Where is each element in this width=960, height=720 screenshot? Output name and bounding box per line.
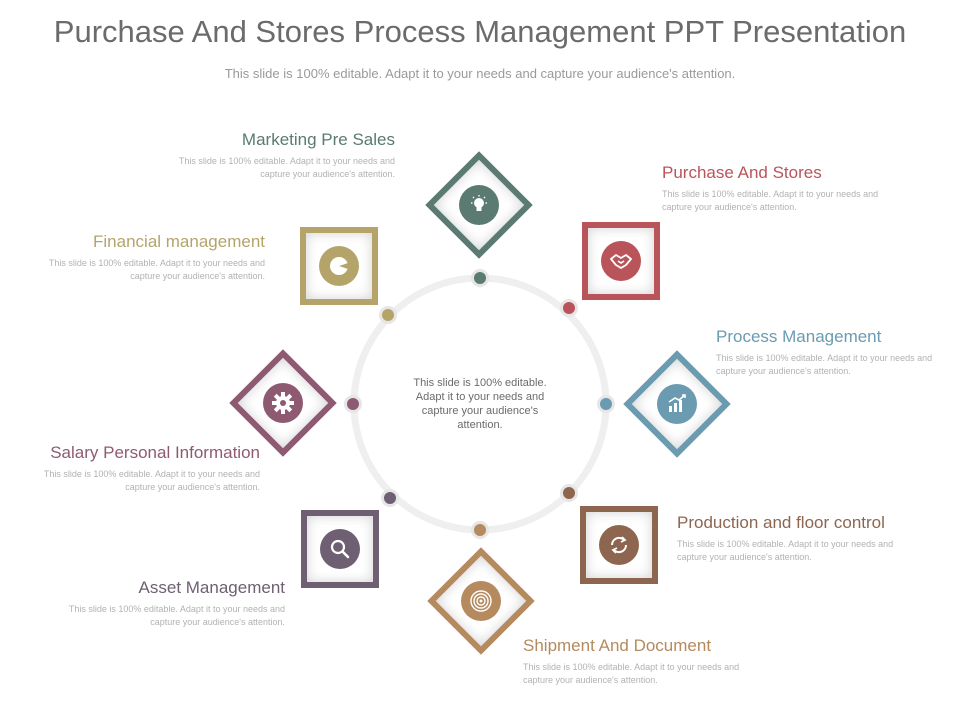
tile-financial-management xyxy=(300,227,378,305)
label-desc-purchase-and-stores: This slide is 100% editable. Adapt it to… xyxy=(662,189,879,212)
connector-dot-production xyxy=(560,484,578,502)
label-desc-marketing-pre-sales: This slide is 100% editable. Adapt it to… xyxy=(178,156,395,179)
tile-asset-management xyxy=(301,510,379,588)
tile-circle xyxy=(599,525,639,565)
label-title-process-management: Process Management xyxy=(716,327,882,346)
label-title-shipment-and-document: Shipment And Document xyxy=(523,636,712,655)
tile-circle xyxy=(657,384,697,424)
magnifier-icon xyxy=(330,539,350,559)
label-desc-salary-personal-information: This slide is 100% editable. Adapt it to… xyxy=(43,469,260,492)
label-desc-process-management: This slide is 100% editable. Adapt it to… xyxy=(716,353,933,376)
page-title: Purchase And Stores Process Management P… xyxy=(53,14,907,49)
connector-dot-process xyxy=(597,395,615,413)
connector-dot-shipment xyxy=(471,521,489,539)
label-title-financial-management: Financial management xyxy=(93,232,265,251)
connector-dot-marketing xyxy=(471,269,489,287)
label-title-purchase-and-stores: Purchase And Stores xyxy=(662,163,822,182)
tile-circle xyxy=(263,383,303,423)
center-text: This slide is 100% editable. Adapt it to… xyxy=(413,377,547,431)
growth-chart-icon xyxy=(668,394,686,412)
pie-chart-icon xyxy=(330,257,349,275)
tile-circle xyxy=(461,581,501,621)
refresh-cycle-icon xyxy=(610,536,628,554)
label-title-asset-management: Asset Management xyxy=(138,578,285,597)
tile-salary-personal-information xyxy=(229,349,337,457)
connector-dot-asset xyxy=(381,489,399,507)
label-desc-production-and-floor-control: This slide is 100% editable. Adapt it to… xyxy=(677,539,894,562)
tile-shipment-and-document xyxy=(427,547,535,655)
label-title-marketing-pre-sales: Marketing Pre Sales xyxy=(241,130,395,149)
tile-circle xyxy=(601,241,641,281)
handshake-icon xyxy=(610,254,632,269)
connector-dot-financial xyxy=(379,306,397,324)
connector-dot-purchase xyxy=(560,299,578,317)
label-title-production-and-floor-control: Production and floor control xyxy=(677,513,885,532)
label-title-salary-personal-information: Salary Personal Information xyxy=(50,443,260,462)
connector-dot-salary xyxy=(344,395,362,413)
label-desc-shipment-and-document: This slide is 100% editable. Adapt it to… xyxy=(523,662,740,685)
tile-circle xyxy=(320,529,360,569)
tile-production-and-floor-control xyxy=(580,506,658,584)
tile-purchase-and-stores xyxy=(582,222,660,300)
label-desc-financial-management: This slide is 100% editable. Adapt it to… xyxy=(48,258,265,281)
gear-icon xyxy=(272,392,294,414)
label-desc-asset-management: This slide is 100% editable. Adapt it to… xyxy=(68,604,285,627)
tile-process-management xyxy=(623,350,731,458)
page-subtitle: This slide is 100% editable. Adapt it to… xyxy=(224,66,736,81)
tile-marketing-pre-sales xyxy=(425,151,533,259)
lightbulb-icon xyxy=(471,195,487,211)
target-icon xyxy=(470,590,492,612)
tile-circle xyxy=(319,246,359,286)
tile-circle xyxy=(459,185,499,225)
